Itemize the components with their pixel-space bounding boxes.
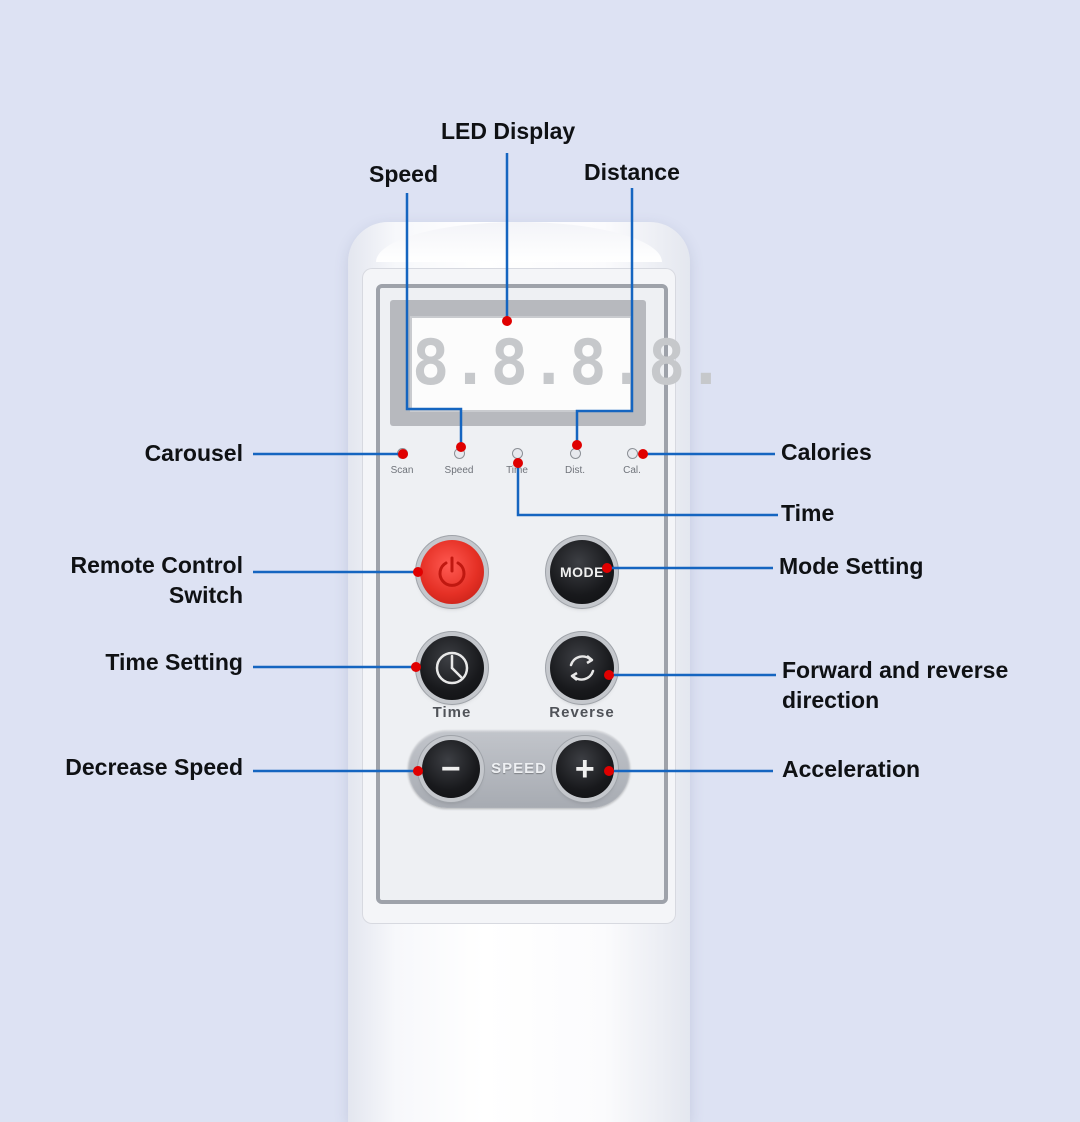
leader-speed (405, 193, 463, 447)
leader-distance (575, 188, 634, 445)
label-led-display: LED Display (441, 118, 576, 144)
label-acceleration: Acceleration (782, 756, 921, 782)
decrease-speed-button[interactable]: − (422, 740, 480, 798)
indicator-cal-led (627, 448, 638, 459)
power-button[interactable] (420, 540, 484, 604)
label-calories: Calories (781, 439, 872, 465)
label-decrease-speed: Decrease Speed (65, 754, 243, 780)
mode-button[interactable]: MODE (550, 540, 614, 604)
label-forward-reverse-line1: Forward and reverse (782, 657, 1009, 683)
time-button-caption: Time (432, 704, 472, 721)
speed-bar-label: SPEED (491, 760, 547, 777)
marker-distance (572, 440, 582, 450)
reverse-button[interactable] (550, 636, 614, 700)
label-time-setting: Time Setting (105, 649, 243, 675)
label-speed: Speed (369, 161, 439, 187)
indicator-scan-label: Scan (390, 465, 414, 476)
indicator-cal-label: Cal. (623, 465, 641, 476)
indicator-speed-label: Speed (444, 465, 474, 476)
marker-mode-setting (602, 563, 612, 573)
label-distance: Distance (584, 159, 680, 185)
diagram-stage: 8.8.8.8. Scan Speed Time Dist. Cal. MODE (20, 118, 1008, 1122)
label-remote-control-switch: Remote Control Switch (20, 550, 244, 610)
clock-icon (435, 651, 469, 685)
increase-speed-button[interactable]: + (556, 740, 614, 798)
marker-forward-reverse (604, 670, 614, 680)
label-forward-reverse: Forward and reverse direction (782, 655, 1008, 715)
marker-speed (456, 442, 466, 452)
reverse-button-caption: Reverse (549, 704, 615, 721)
label-time: Time (781, 500, 835, 526)
power-icon (438, 556, 466, 587)
marker-remote-switch (413, 567, 423, 577)
label-forward-reverse-line2: direction (782, 687, 880, 713)
label-remote-control-switch-line2: Switch (168, 582, 243, 608)
marker-carousel (398, 449, 408, 459)
label-remote-control-switch-line1: Remote Control (70, 552, 244, 578)
marker-time (513, 458, 523, 468)
callout-lines (253, 153, 778, 776)
marker-decrease-speed (413, 766, 423, 776)
label-carousel: Carousel (144, 440, 243, 466)
minus-icon: − (440, 750, 462, 788)
leader-time (516, 463, 778, 517)
plus-icon: + (574, 750, 596, 788)
marker-acceleration (604, 766, 614, 776)
label-mode-setting: Mode Setting (779, 553, 924, 579)
marker-led-display (502, 316, 512, 326)
mode-button-label: MODE (560, 564, 604, 580)
reverse-direction-icon (569, 655, 595, 681)
marker-calories (638, 449, 648, 459)
indicator-dist-label: Dist. (565, 465, 585, 476)
marker-time-setting (411, 662, 421, 672)
time-button[interactable] (420, 636, 484, 700)
